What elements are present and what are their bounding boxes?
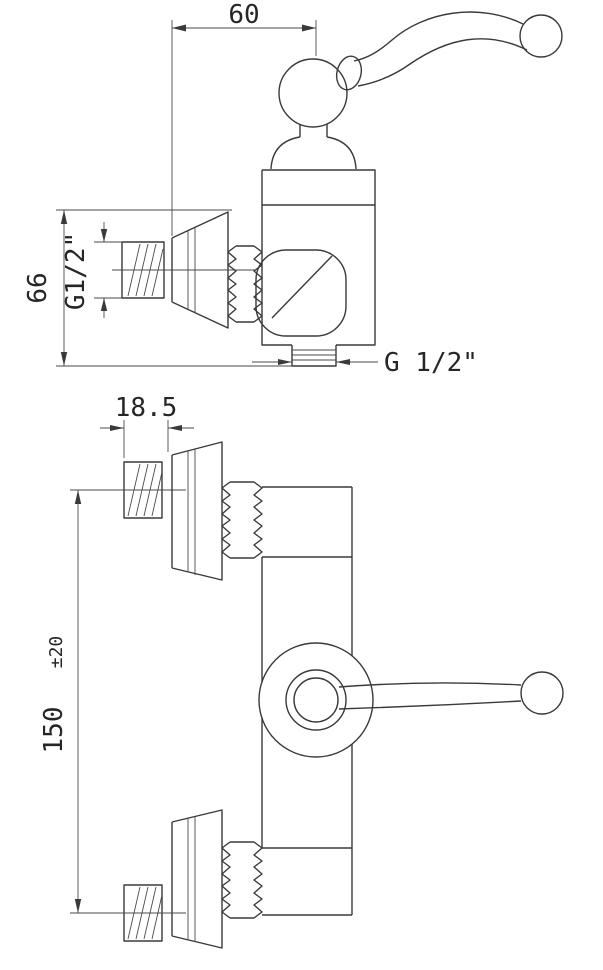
nut-edges (236, 245, 254, 323)
body-column (261, 486, 353, 916)
nut-edges (230, 841, 254, 919)
arrowhead-right (168, 425, 182, 431)
lever-front (338, 671, 564, 715)
dim-thread-outlet: G 1/2" (252, 348, 478, 378)
nut-right-knurl (253, 245, 263, 323)
thread-inlet-label: G1/2" (61, 232, 91, 310)
hub-inner-circle (293, 677, 339, 723)
hub-middle-circle (285, 669, 347, 731)
lever-upper-edge (353, 11, 524, 62)
arrowhead-bottom (74, 899, 82, 913)
lever-ball (520, 671, 564, 715)
body-top-stub (262, 486, 352, 558)
dome-neck (299, 124, 328, 137)
escutcheon-face-lines (187, 816, 196, 942)
dim-offset-18-5: 18.5 (100, 393, 194, 458)
dim-offset-label: 18.5 (115, 393, 178, 423)
dim-spacing-label: 150 (39, 707, 69, 754)
arrowhead-top (100, 229, 108, 242)
valve-hub (258, 642, 374, 758)
dome-sphere (278, 58, 348, 128)
outlet-pipe (291, 345, 337, 367)
wall-pipe (112, 241, 256, 299)
dim-thread-inlet: G1/2" (61, 222, 122, 318)
hub-outer-circle (258, 642, 374, 758)
dim-width-60: 60 (171, 0, 317, 236)
dim-height-label: 66 (23, 272, 53, 303)
outlet-threads (292, 349, 336, 361)
arrowhead-left (110, 425, 124, 431)
handle-dome (270, 58, 357, 170)
dim-spacing-150: 150 ±20 (39, 490, 82, 913)
front-view: 18.5 (39, 393, 564, 949)
escutcheon-face-lines (187, 449, 196, 575)
nut-right-knurl (253, 481, 263, 559)
arrowhead-left (172, 24, 186, 32)
nut-right-knurl (253, 841, 263, 919)
dome-skirt (270, 136, 357, 170)
elbow-detail-line (271, 255, 333, 319)
arrowhead-left (278, 359, 292, 365)
dim-width-label: 60 (228, 0, 259, 30)
escutcheon-outline (171, 809, 223, 949)
nut-left-knurl (221, 481, 231, 559)
lever-lower-edge (357, 38, 528, 87)
lever-upper-edge (338, 682, 522, 688)
escutcheon-outline (171, 441, 223, 581)
arrowhead-bottom (100, 298, 108, 311)
thread-outlet-label: G 1/2" (384, 348, 478, 378)
mixer-body (255, 169, 376, 346)
inlet-assembly-top (70, 441, 263, 581)
dim-height-66: 66 (23, 209, 292, 367)
coupling-nut (227, 245, 263, 323)
outlet-outline (291, 345, 337, 367)
nut-left-knurl (221, 841, 231, 919)
dim-tolerance-label: ±20 (46, 636, 67, 669)
nut-left-knurl (227, 245, 237, 323)
arrowhead-top (60, 210, 68, 224)
lever-ball (519, 14, 563, 58)
arrowhead-right (302, 24, 316, 32)
arrowhead-bottom (60, 352, 68, 366)
lever-handle (335, 11, 563, 91)
nut-edges (230, 481, 254, 559)
body-bottom-stub (262, 847, 352, 916)
arrowhead-top (74, 490, 82, 504)
inlet-assembly-bottom (70, 809, 263, 949)
side-view: 60 (23, 0, 563, 378)
arrowhead-right (336, 359, 350, 365)
lever-lower-edge (338, 700, 522, 710)
body-outline (261, 169, 376, 346)
elbow-body (255, 249, 347, 337)
